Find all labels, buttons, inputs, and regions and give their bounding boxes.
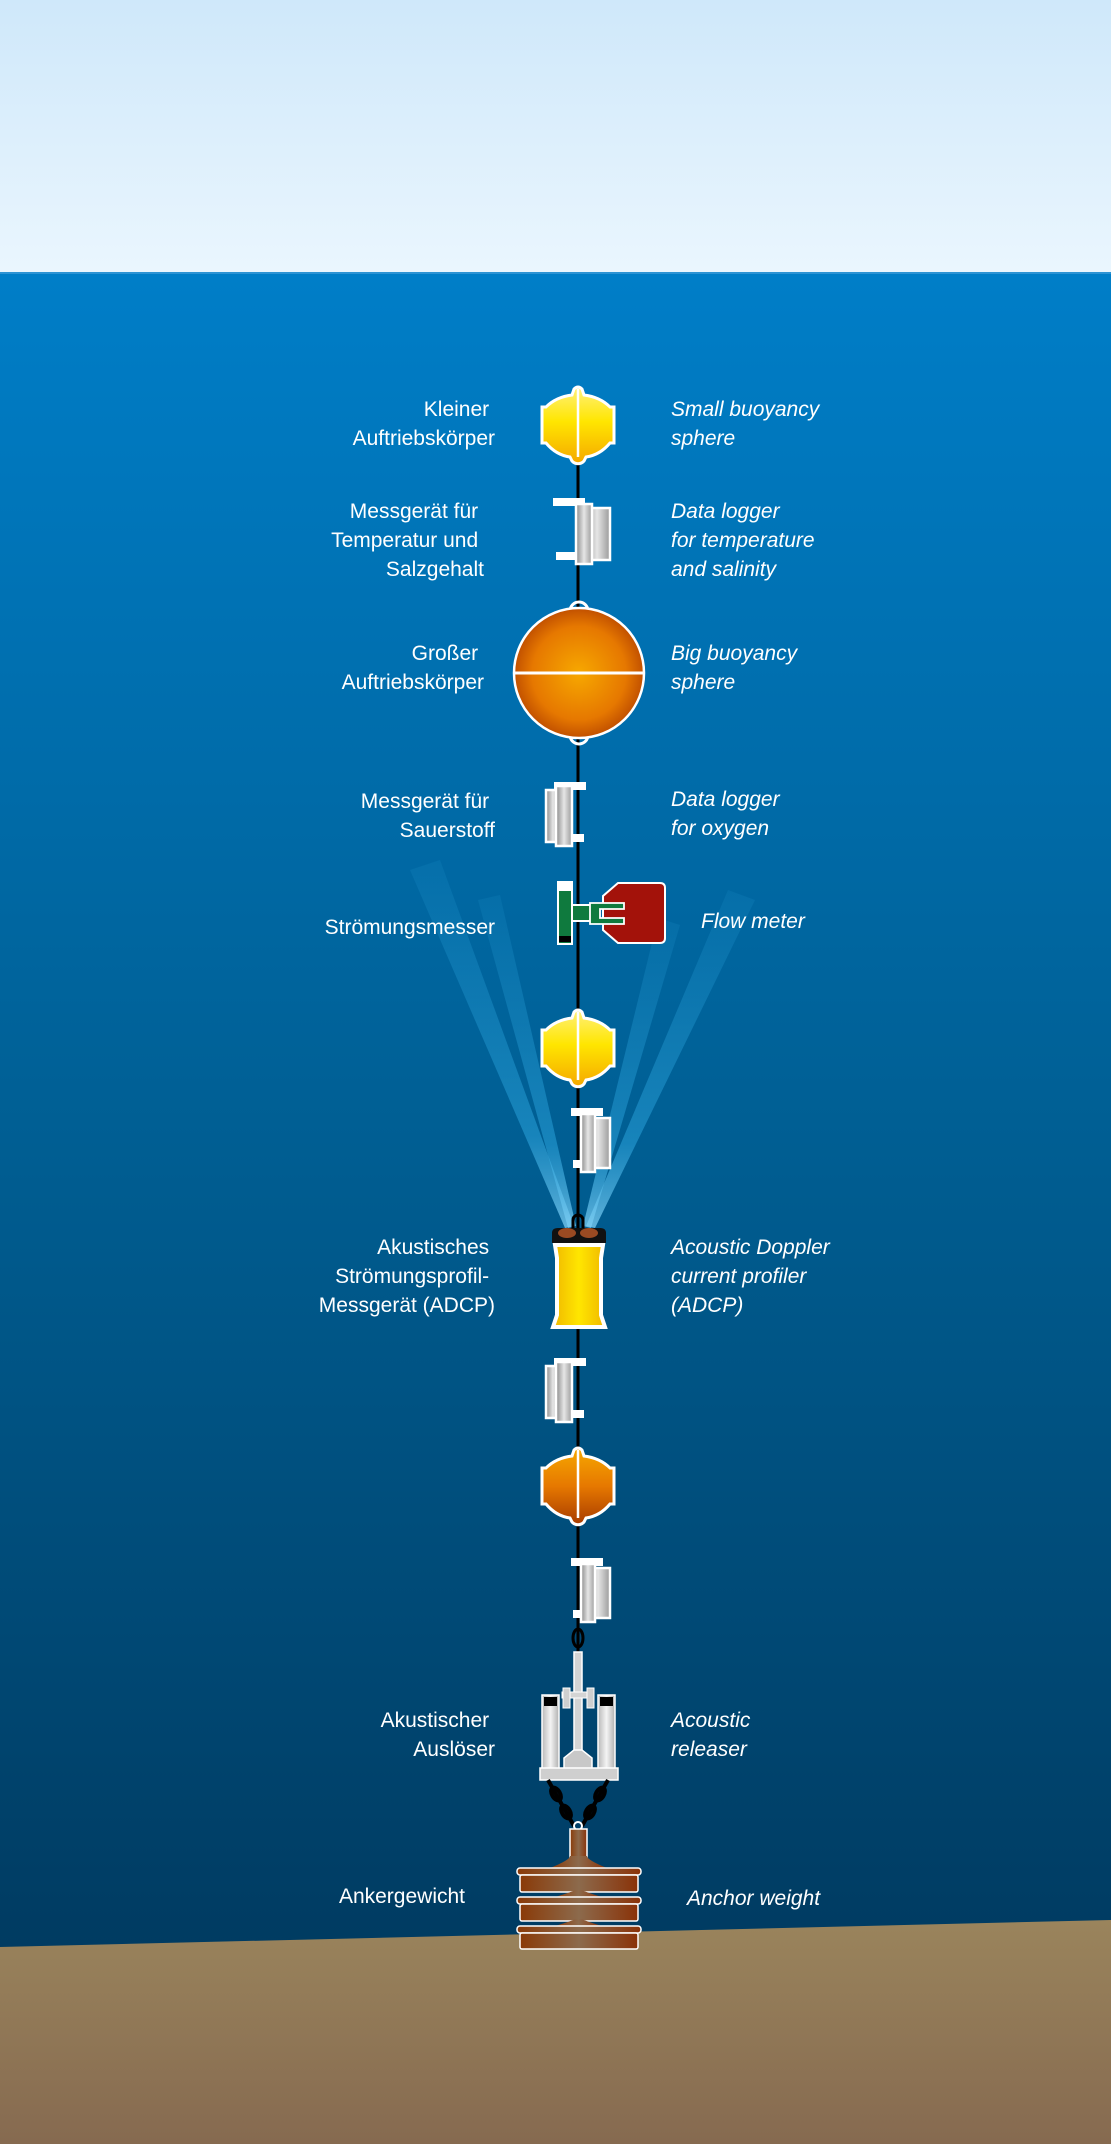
big-buoy: [512, 600, 646, 746]
label-line: Auftriebskörper: [353, 427, 495, 450]
label-line: current profiler: [671, 1265, 807, 1288]
adcp-beams: [410, 860, 755, 1228]
label-line: and salinity: [671, 558, 778, 581]
adcp-beam-left-inner: [478, 895, 576, 1228]
label-en-big-buoy: Big buoyancy sphere: [671, 642, 803, 694]
anchor-weight: [516, 1828, 642, 1950]
label-line: Akustisches: [377, 1236, 489, 1259]
label-line: sphere: [671, 671, 735, 694]
logger-4: [544, 1358, 586, 1424]
label-en-small-buoy: Small buoyancy sphere: [671, 398, 825, 450]
anchor-chains: [546, 1779, 610, 1827]
label-en-logger-oxygen: Data logger for oxygen: [671, 788, 785, 840]
label-de-big-buoy: Großer Auftriebskörper: [342, 642, 484, 694]
label-line: (ADCP): [671, 1294, 743, 1317]
label-line: for temperature: [671, 529, 815, 552]
label-line: Auslöser: [413, 1738, 495, 1761]
label-line: Acoustic: [669, 1709, 751, 1732]
adcp-beam-right-outer: [586, 890, 755, 1228]
label-line: Data logger: [671, 500, 781, 523]
label-de-adcp: Akustisches Strömungsprofil- Messgerät (…: [319, 1236, 495, 1317]
label-de-logger-ts: Messgerät für Temperatur und Salzgehalt: [331, 500, 484, 581]
label-line: Temperatur und: [331, 529, 478, 552]
label-line: Strömungsprofil-: [335, 1265, 489, 1288]
label-line: Akustischer: [381, 1709, 490, 1732]
label-de-releaser: Akustischer Auslöser: [381, 1709, 495, 1761]
label-de-small-buoy: Kleiner Auftriebskörper: [353, 398, 495, 450]
label-de-flow-meter: Strömungsmesser: [325, 916, 495, 939]
label-en-logger-ts: Data logger for temperature and salinity: [671, 500, 820, 581]
label-line: for oxygen: [671, 817, 769, 840]
logger-3: [571, 1108, 612, 1174]
label-line: releaser: [671, 1738, 748, 1761]
water: [0, 272, 1111, 1972]
label-line: Small buoyancy: [671, 398, 821, 421]
label-line: Salzgehalt: [386, 558, 484, 581]
shackle: [571, 1627, 585, 1649]
label-line: Messgerät (ADCP): [319, 1294, 495, 1317]
label-en-adcp: Acoustic Doppler current profiler (ADCP): [669, 1236, 836, 1317]
label-en-anchor: Anchor weight: [685, 1887, 821, 1910]
label-line: sphere: [671, 427, 735, 450]
label-line: Big buoyancy: [671, 642, 799, 665]
label-line: Data logger: [671, 788, 781, 811]
label-line: Messgerät für: [361, 790, 489, 813]
label-line: Kleiner: [424, 398, 489, 421]
logger-temperature-salinity: [553, 498, 612, 566]
label-line: Auftriebskörper: [342, 671, 484, 694]
sky: [0, 0, 1111, 273]
label-en-releaser: Acoustic releaser: [669, 1709, 756, 1761]
seabed: [0, 1920, 1111, 2144]
small-buoy-3-orange: [540, 1446, 616, 1527]
logger-oxygen: [544, 782, 586, 848]
small-buoy-2: [540, 1008, 616, 1089]
label-en-flow-meter: Flow meter: [701, 910, 806, 933]
flow-meter: [557, 881, 666, 945]
label-line: Großer: [412, 642, 479, 665]
adcp-beam-left-outer: [410, 860, 574, 1228]
label-line: Acoustic Doppler: [669, 1236, 831, 1259]
logger-5: [571, 1558, 612, 1624]
acoustic-releaser: [539, 1651, 619, 1781]
small-buoy-1: [540, 385, 616, 466]
label-line: Sauerstoff: [400, 819, 496, 842]
label-line: Messgerät für: [350, 500, 478, 523]
label-de-logger-oxygen: Messgerät für Sauerstoff: [361, 790, 495, 842]
label-de-anchor: Ankergewicht: [339, 1885, 465, 1908]
adcp: [550, 1213, 608, 1329]
labels: Kleiner Auftriebskörper Small buoyancy s…: [319, 398, 836, 1910]
